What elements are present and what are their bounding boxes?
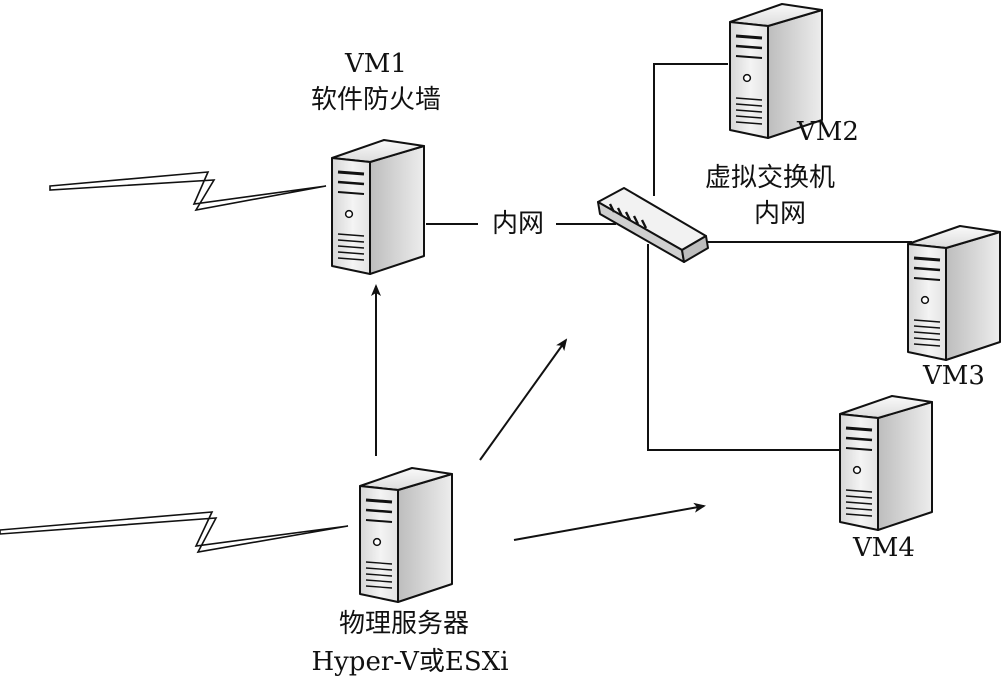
switch-title: 虚拟交换机	[705, 163, 835, 193]
vm2-link	[653, 63, 728, 196]
provisioning-arrows	[371, 284, 706, 541]
vm1-title: VM1	[344, 49, 407, 79]
vm1-server-icon	[330, 138, 426, 276]
arrow-to-switch	[479, 338, 568, 461]
physical-server-icon	[358, 466, 454, 604]
vm4-title: VM4	[852, 533, 915, 563]
internal-net-label: 内网	[492, 209, 544, 239]
switch-subtitle: 内网	[754, 199, 806, 229]
physical-server-title: 物理服务器	[339, 609, 469, 639]
vm3-title: VM3	[922, 361, 985, 391]
network-switch-icon	[597, 187, 709, 263]
physical-server-subtitle: Hyper-V或ESXi	[311, 647, 508, 677]
vm4-link	[647, 244, 842, 451]
vm3-server-icon	[906, 224, 1002, 362]
vm4-server-icon	[838, 394, 934, 532]
vm1-wan-link-icon	[49, 171, 327, 212]
physical-wan-link-icon	[0, 511, 349, 554]
network-links	[426, 63, 912, 451]
vm2-title: VM2	[796, 117, 859, 147]
vm1-subtitle: 软件防火墙	[311, 85, 441, 115]
arrow-to-vm4	[513, 502, 706, 541]
